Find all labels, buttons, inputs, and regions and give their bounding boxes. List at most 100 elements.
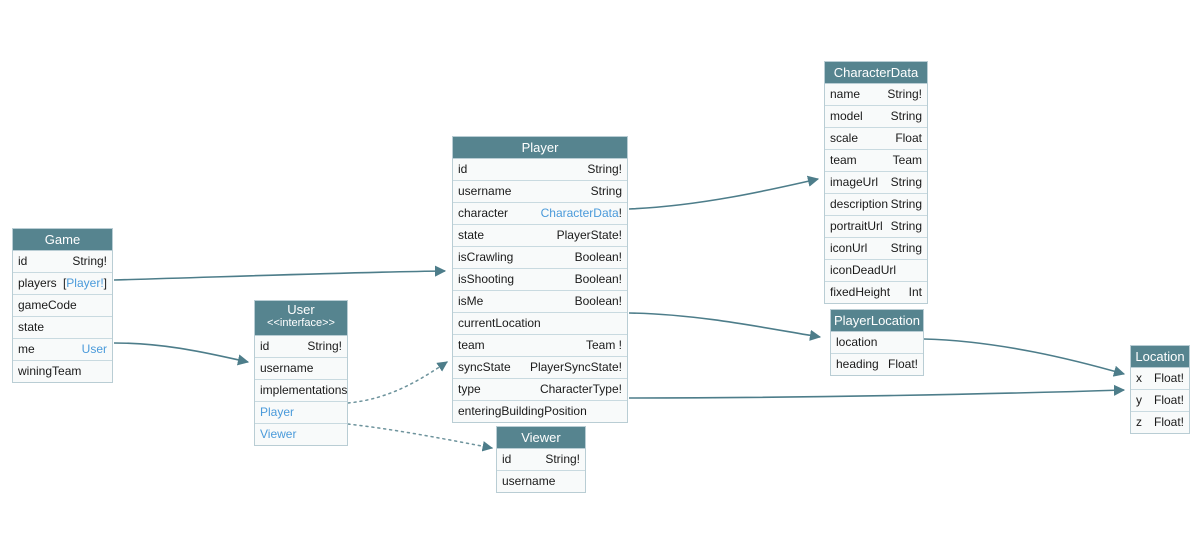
field-name: description [830,197,889,211]
field-name: isShooting [458,272,515,286]
entity-viewer[interactable]: Viewer id String! username String [496,426,586,493]
field-row[interactable]: z Float! [1131,412,1189,433]
field-row[interactable]: id String! [255,336,347,358]
field-type: Float! [1153,393,1184,407]
field-row[interactable]: id String! [453,159,627,181]
field-type: String! [545,452,580,466]
field-type: [Player!] [62,276,107,290]
edge-player-character-to-characterdata [628,175,820,210]
field-name: name [830,87,861,101]
field-row[interactable]: currentLocation PlayerLocation! [453,313,627,335]
field-type: String [890,109,922,123]
field-name: model [830,109,863,123]
field-type: Float! [887,357,918,371]
field-name: state [458,228,485,242]
field-row[interactable]: type CharacterType! [453,379,627,401]
field-type: String! [72,254,107,268]
field-type: String [890,175,922,189]
field-type: Boolean! [574,294,622,308]
field-row[interactable]: username String [497,471,585,492]
field-name: fixedHeight [830,285,891,299]
field-type: String [890,197,922,211]
field-name: type [458,382,481,396]
edge-user-impl-player [347,361,448,404]
field-row[interactable]: syncState PlayerSyncState! [453,357,627,379]
field-name: winingTeam [18,364,82,378]
field-row[interactable]: x Float! [1131,368,1189,390]
field-row[interactable]: iconDeadUrl String [825,260,927,282]
field-row[interactable]: me User [13,339,112,361]
edge-user-impl-viewer [347,423,494,452]
field-type: Team ! [585,338,622,352]
field-row[interactable]: isMe Boolean! [453,291,627,313]
field-row[interactable]: enteringBuildingPosition Location [453,401,627,422]
field-row[interactable]: character CharacterData! [453,203,627,225]
entity-player-title: Player [453,137,627,159]
entity-character-data[interactable]: CharacterData name String! model String … [824,61,928,304]
field-type: Float! [1153,371,1184,385]
field-name: id [18,254,28,268]
field-type: CharacterData! [540,206,622,220]
field-name: id [458,162,468,176]
field-row[interactable]: y Float! [1131,390,1189,412]
field-name: me [18,342,35,356]
edge-playerlocation-location-to-location [923,338,1126,377]
entity-player-location-title: PlayerLocation [831,310,923,332]
field-type: String [890,219,922,233]
entity-viewer-title: Viewer [497,427,585,449]
field-name: iconDeadUrl [830,263,897,277]
entity-player[interactable]: Player id String! username String charac… [452,136,628,423]
field-row[interactable]: description String [825,194,927,216]
field-row[interactable]: isCrawling Boolean! [453,247,627,269]
field-name: players [18,276,57,290]
entity-user[interactable]: User <<interface>> id String! username S… [254,300,348,446]
field-row[interactable]: fixedHeight Int [825,282,927,303]
field-row[interactable]: team Team [825,150,927,172]
entity-user-title: User <<interface>> [255,301,347,336]
field-type: Boolean! [574,250,622,264]
field-type: String [590,184,622,198]
implementation-viewer[interactable]: Viewer [255,424,347,445]
field-row[interactable]: state PlayerState! [453,225,627,247]
edge-game-players-to-player [113,265,447,281]
field-name: x [1136,371,1142,385]
field-name: team [458,338,485,352]
field-row[interactable]: scale Float [825,128,927,150]
field-row[interactable]: location Location! [831,332,923,354]
entity-player-location[interactable]: PlayerLocation location Location! headin… [830,309,924,376]
field-row[interactable]: heading Float! [831,354,923,375]
field-row[interactable]: model String [825,106,927,128]
entity-location[interactable]: Location x Float! y Float! z Float! [1130,345,1190,434]
field-row[interactable]: id String! [497,449,585,471]
entity-user-stereotype: <<interface>> [267,317,335,329]
field-row[interactable]: name String! [825,84,927,106]
field-row[interactable]: winingTeam Team [13,361,112,382]
field-row[interactable]: portraitUrl String [825,216,927,238]
entity-location-title: Location [1131,346,1189,368]
field-name: syncState [458,360,511,374]
field-type: User [81,342,107,356]
field-row[interactable]: imageUrl String [825,172,927,194]
field-type: String! [307,339,342,353]
field-row[interactable]: players [Player!] [13,273,112,295]
field-type: Float [895,131,922,145]
field-row[interactable]: state GameState! [13,317,112,339]
field-row[interactable]: iconUrl String [825,238,927,260]
field-name: isCrawling [458,250,514,264]
field-type: String! [587,162,622,176]
field-type: PlayerState! [556,228,622,242]
entity-game-title: Game [13,229,112,251]
field-row[interactable]: isShooting Boolean! [453,269,627,291]
implementation-player[interactable]: Player [255,402,347,424]
field-row[interactable]: id String! [13,251,112,273]
field-name: y [1136,393,1142,407]
field-name: username [502,474,556,488]
field-row[interactable]: username String [255,358,347,380]
field-row[interactable]: gameCode String! [13,295,112,317]
field-row[interactable]: username String [453,181,627,203]
field-name: enteringBuildingPosition [458,404,587,418]
field-name: heading [836,357,879,371]
entity-game[interactable]: Game id String! players [Player!] gameCo… [12,228,113,383]
field-row[interactable]: team Team ! [453,335,627,357]
